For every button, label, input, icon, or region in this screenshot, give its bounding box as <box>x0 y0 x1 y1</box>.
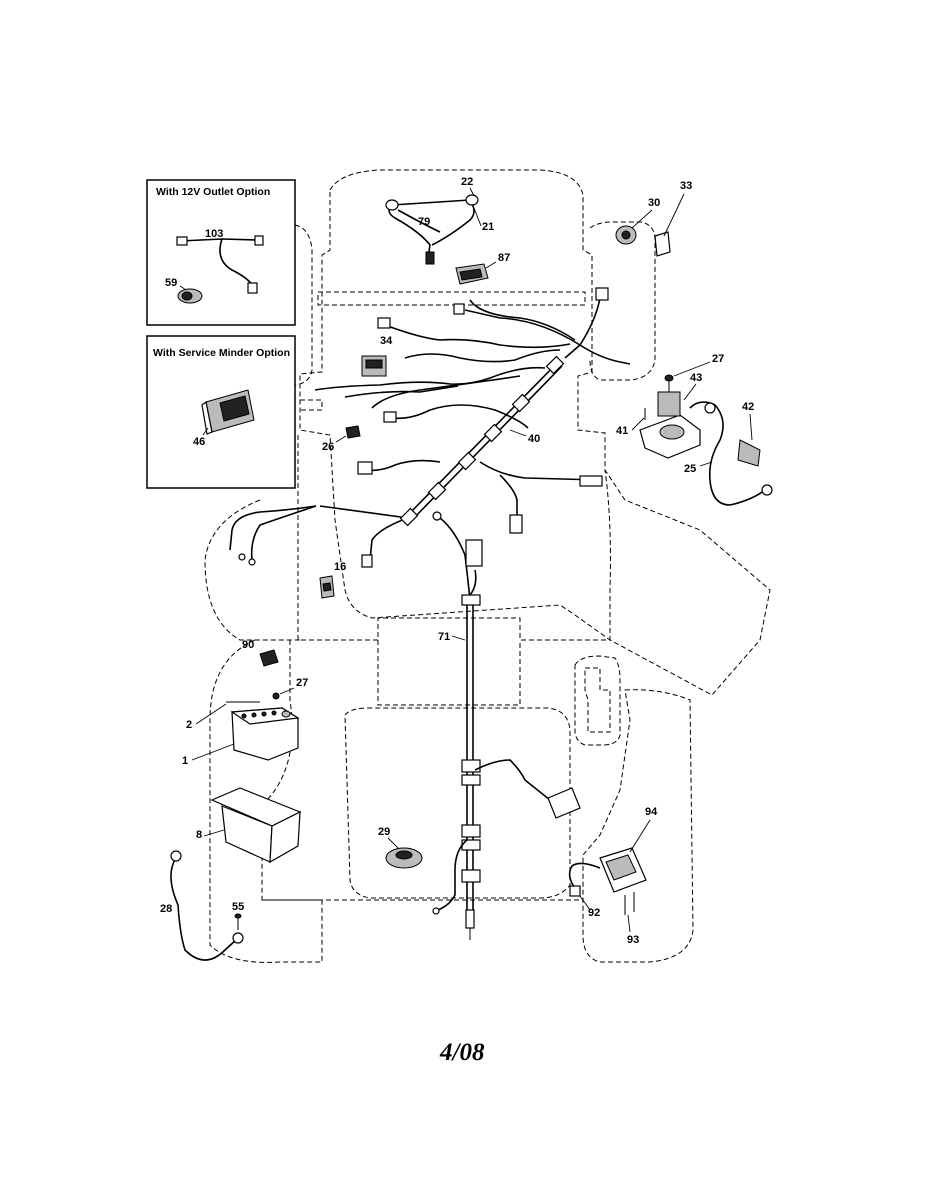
callout-55: 55 <box>232 901 244 913</box>
main-harness: 40 <box>314 287 631 568</box>
callout-8: 8 <box>196 829 202 841</box>
switch-16: 16 <box>319 561 346 599</box>
power-outlet-icon <box>177 288 203 304</box>
callout-92: 92 <box>588 907 600 919</box>
callout-33: 33 <box>680 180 692 192</box>
switch-34: 34 <box>361 335 393 377</box>
harness-connector-right <box>254 235 264 246</box>
callout-1: 1 <box>182 755 188 767</box>
shifter-slot-outline <box>584 667 611 733</box>
harness-connector-d <box>453 303 465 315</box>
callout-26: 26 <box>322 441 334 453</box>
relay-90: 90 <box>242 639 279 667</box>
harness-connector-f <box>357 461 373 475</box>
solenoid-nut <box>664 374 674 382</box>
seat-switch-connector <box>547 787 581 819</box>
relay-26: 26 <box>322 425 361 453</box>
harness-connector-h <box>579 475 603 487</box>
callout-25: 25 <box>684 463 696 475</box>
callout-27b: 27 <box>296 677 308 689</box>
callout-93: 93 <box>627 934 639 946</box>
switch-87: 87 <box>455 252 510 285</box>
seat-back-outline <box>300 399 323 411</box>
callout-71: 71 <box>438 631 450 643</box>
harness-connector-g <box>361 554 373 568</box>
solenoid-assembly: 27 43 41 25 42 <box>616 353 773 506</box>
harness-connector-71-bottom <box>465 909 475 929</box>
callout-46: 46 <box>193 436 205 448</box>
module-94: 94 92 93 <box>568 806 658 946</box>
rear-harness-71: 71 <box>432 511 581 940</box>
inset-12v-title: With 12V Outlet Option <box>156 186 270 198</box>
harness-connector-71-top <box>465 539 483 567</box>
callout-41: 41 <box>616 425 628 437</box>
terminal-boot <box>737 439 761 467</box>
seat-left-outline <box>204 499 300 641</box>
date-code: 4/08 <box>439 1039 485 1066</box>
headlight-connector <box>425 251 435 265</box>
callout-22: 22 <box>461 176 473 188</box>
callout-40: 40 <box>528 433 540 445</box>
ignition-switch: 30 33 <box>615 180 692 257</box>
headlight-socket-right <box>465 194 479 206</box>
callout-43: 43 <box>690 372 702 384</box>
callout-29: 29 <box>378 826 390 838</box>
hood-outline <box>299 169 771 696</box>
harness-connector-b <box>595 287 609 301</box>
rear-deck-outline <box>344 707 571 899</box>
callout-16: 16 <box>334 561 346 573</box>
inset-service-minder: With Service Minder Option 46 <box>146 335 296 489</box>
headlight-harness: 22 79 21 <box>385 176 494 265</box>
callout-103: 103 <box>205 228 223 240</box>
harness-connector-left <box>176 236 188 246</box>
ignition-bracket <box>654 231 671 257</box>
left-harness-branch <box>229 505 317 566</box>
seat-left-lower-outline <box>377 640 521 706</box>
left-fender-outline <box>294 224 313 386</box>
callout-42: 42 <box>742 401 754 413</box>
right-rear-fender-outline <box>582 689 694 963</box>
shifter-outline <box>574 655 621 746</box>
switch-29: 29 <box>378 826 423 869</box>
left-rear-fender-outline <box>209 639 323 963</box>
right-fender-outline <box>589 221 656 381</box>
ground-cable: 28 55 <box>160 850 244 961</box>
headlight-socket-left <box>385 199 399 211</box>
callout-90: 90 <box>242 639 254 651</box>
solenoid-body <box>657 391 681 417</box>
callout-28: 28 <box>160 903 172 915</box>
harness-connector-e <box>383 411 397 423</box>
callout-30: 30 <box>648 197 660 209</box>
callout-34: 34 <box>380 335 393 347</box>
battery-tray: 8 <box>196 787 302 864</box>
hour-meter-icon <box>201 389 255 435</box>
front-panel-outline <box>317 291 586 306</box>
battery-nut <box>272 692 280 700</box>
dash-panel-outline <box>297 435 611 641</box>
callout-79: 79 <box>418 216 430 228</box>
outlet-harness <box>179 238 257 286</box>
harness-connector-c <box>377 317 391 329</box>
callout-27a: 27 <box>712 353 724 365</box>
harness-connector-a <box>509 514 523 534</box>
battery-assembly: 27 2 1 <box>182 677 308 767</box>
callout-87: 87 <box>498 252 510 264</box>
inset-12v-outlet: With 12V Outlet Option 103 59 <box>146 179 296 326</box>
callout-2: 2 <box>186 719 192 731</box>
chassis-outline <box>204 169 771 963</box>
harness-connector-lower <box>247 282 258 294</box>
inset-service-title: With Service Minder Option <box>153 347 290 359</box>
callout-94: 94 <box>645 806 658 818</box>
callout-21: 21 <box>482 221 494 233</box>
callout-59: 59 <box>165 277 177 289</box>
